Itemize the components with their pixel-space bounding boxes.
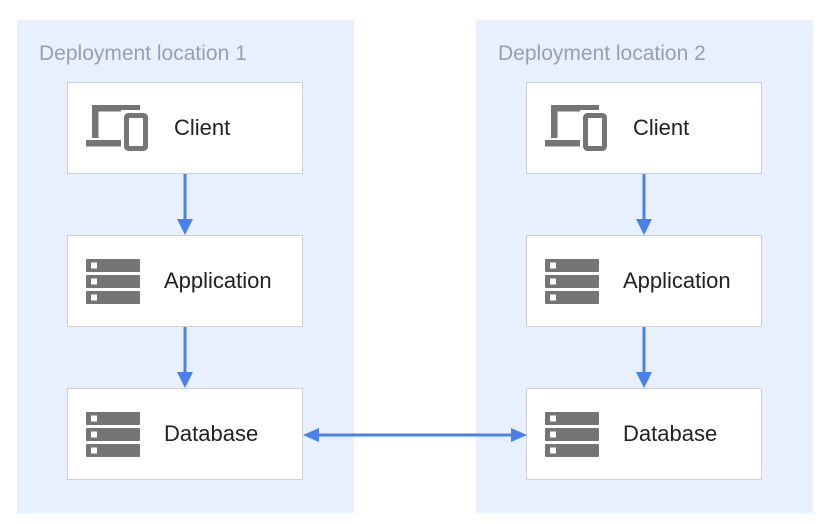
- arrow-application-to-database: [175, 327, 195, 388]
- client-devices-icon: [86, 103, 150, 153]
- arrow-client-to-application: [175, 174, 195, 235]
- node-label: Database: [164, 421, 259, 446]
- deployment-location-2-panel: Deployment location 2 Client: [476, 20, 813, 513]
- node-label: Database: [623, 421, 718, 446]
- server-stack-icon: [86, 411, 140, 457]
- application-node: Application: [526, 235, 762, 327]
- database-node: Database: [67, 388, 303, 480]
- panel-title: Deployment location 2: [498, 42, 706, 65]
- client-node: Client: [526, 82, 762, 174]
- client-node: Client: [67, 82, 303, 174]
- node-label: Application: [623, 268, 731, 293]
- node-label: Client: [633, 115, 690, 140]
- server-stack-icon: [86, 258, 140, 304]
- arrow-client-to-application: [634, 174, 654, 235]
- arrow-database-to-database-bidirectional: [303, 427, 527, 443]
- arrow-application-to-database: [634, 327, 654, 388]
- server-stack-icon: [545, 258, 599, 304]
- node-label: Client: [174, 115, 231, 140]
- deployment-location-1-panel: Deployment location 1 Client: [17, 20, 354, 513]
- server-stack-icon: [545, 411, 599, 457]
- client-devices-icon: [545, 103, 609, 153]
- application-node: Application: [67, 235, 303, 327]
- database-node: Database: [526, 388, 762, 480]
- node-label: Application: [164, 268, 272, 293]
- panel-title: Deployment location 1: [39, 42, 247, 65]
